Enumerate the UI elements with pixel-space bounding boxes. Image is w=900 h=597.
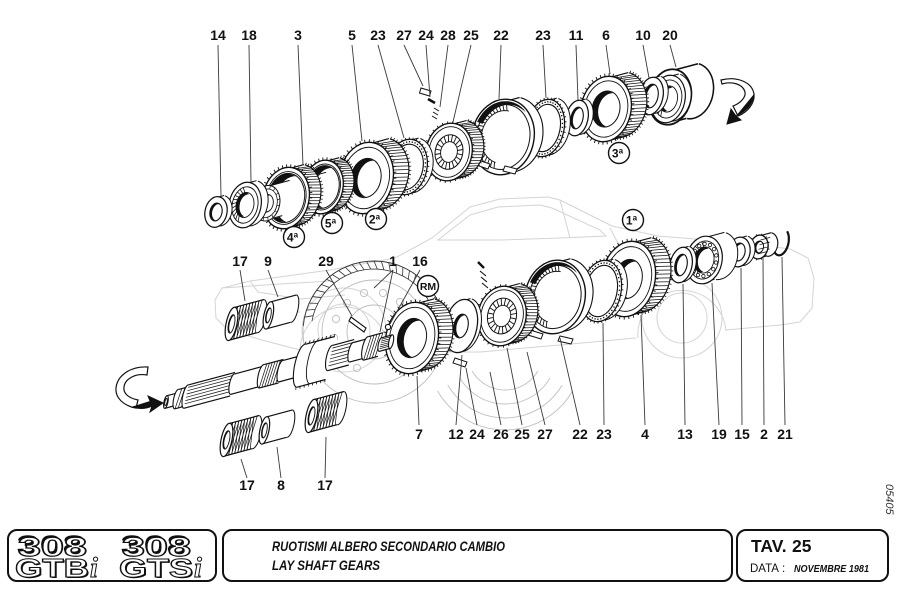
svg-text:17: 17	[317, 477, 333, 493]
svg-text:4a: 4a	[287, 231, 299, 245]
svg-text:1a: 1a	[626, 214, 638, 228]
svg-text:3: 3	[294, 27, 302, 43]
svg-text:5: 5	[348, 27, 356, 43]
svg-text:25: 25	[792, 536, 812, 556]
svg-text:308: 308	[122, 532, 191, 562]
svg-text:2: 2	[760, 426, 768, 442]
svg-text:23: 23	[370, 27, 386, 43]
svg-text:NOVEMBRE 1981: NOVEMBRE 1981	[794, 564, 869, 575]
svg-text:GTS: GTS	[120, 554, 194, 584]
svg-text:7: 7	[415, 426, 423, 442]
svg-text:17: 17	[239, 477, 255, 493]
svg-text:22: 22	[493, 27, 509, 43]
svg-text:27: 27	[396, 27, 412, 43]
svg-text:308: 308	[121, 530, 190, 560]
svg-text:8: 8	[277, 477, 285, 493]
svg-text:23: 23	[596, 426, 612, 442]
svg-text:18: 18	[241, 27, 257, 43]
svg-text:308: 308	[17, 530, 86, 560]
svg-text:GTS: GTS	[119, 553, 193, 583]
svg-text:25: 25	[463, 27, 479, 43]
svg-text:RM: RM	[420, 281, 437, 293]
svg-text:28: 28	[440, 27, 456, 43]
svg-text:308: 308	[18, 532, 87, 562]
svg-text:LAY SHAFT GEARS: LAY SHAFT GEARS	[272, 558, 380, 573]
svg-text:GTB: GTB	[15, 553, 89, 583]
svg-text:i: i	[194, 553, 202, 584]
svg-text:24: 24	[418, 27, 434, 43]
svg-text:23: 23	[535, 27, 551, 43]
svg-text:27: 27	[537, 426, 553, 442]
svg-text:24: 24	[469, 426, 485, 442]
svg-text:6: 6	[602, 27, 610, 43]
svg-text:11: 11	[569, 27, 584, 43]
svg-text:13: 13	[677, 426, 693, 442]
svg-text:21: 21	[777, 426, 793, 442]
svg-text:22: 22	[572, 426, 588, 442]
svg-text:12: 12	[448, 426, 464, 442]
svg-text:17: 17	[232, 253, 248, 269]
svg-text:GTB: GTB	[16, 554, 90, 584]
svg-text:RUOTISMI ALBERO SECONDARIO CAM: RUOTISMI ALBERO SECONDARIO CAMBIO	[272, 539, 505, 554]
svg-text:29: 29	[318, 253, 334, 269]
svg-text:19: 19	[711, 426, 727, 442]
svg-text:16: 16	[412, 253, 428, 269]
svg-text:DATA: DATA	[750, 563, 779, 575]
svg-text:9: 9	[264, 253, 272, 269]
svg-text:20: 20	[662, 27, 678, 43]
svg-text:5a: 5a	[325, 217, 337, 231]
svg-text:10: 10	[635, 27, 651, 43]
svg-text:15: 15	[734, 426, 750, 442]
svg-text::: :	[782, 563, 785, 575]
svg-text:05405: 05405	[883, 484, 895, 515]
svg-text:4: 4	[641, 426, 649, 442]
svg-text:14: 14	[210, 27, 226, 43]
svg-text:2a: 2a	[369, 213, 381, 227]
svg-text:3a: 3a	[612, 147, 624, 161]
svg-text:TAV.: TAV.	[751, 536, 787, 556]
svg-text:1: 1	[389, 253, 397, 269]
svg-text:26: 26	[493, 426, 509, 442]
svg-text:25: 25	[514, 426, 530, 442]
svg-text:i: i	[90, 553, 98, 584]
